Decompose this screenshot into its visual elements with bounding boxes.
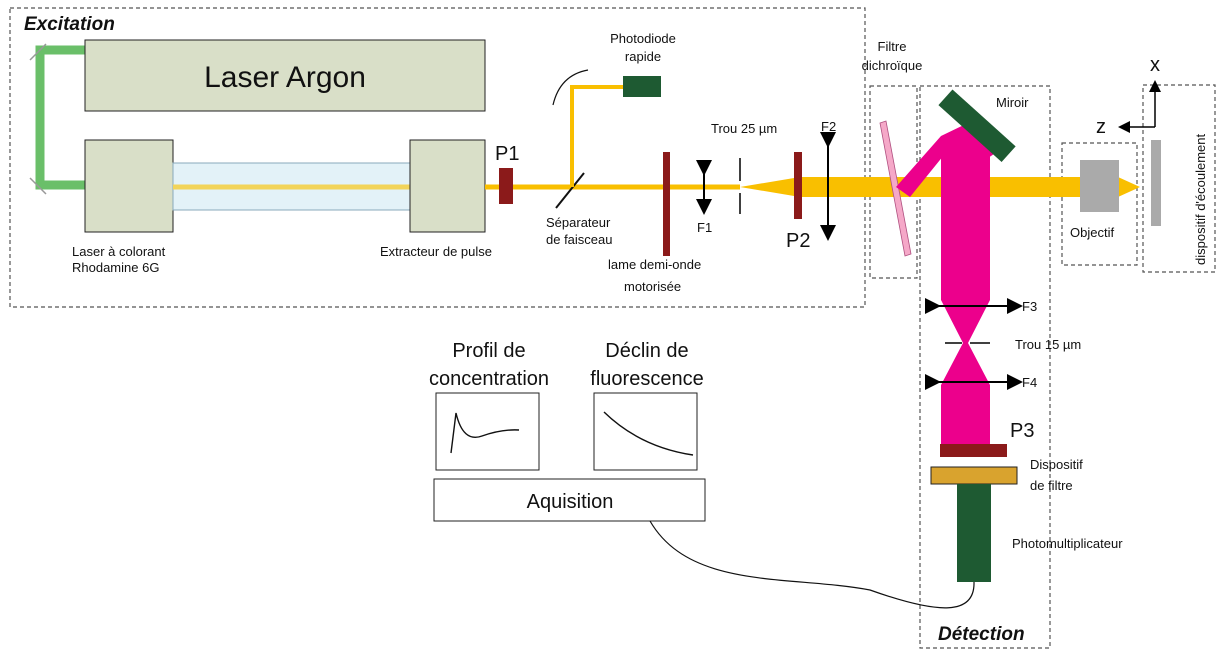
- profile-label: Profil de: [452, 340, 525, 362]
- objective-label: Objectif: [1070, 225, 1114, 240]
- dye-laser-box: [84, 139, 174, 233]
- fluorescence-beam-vertical: [941, 140, 990, 447]
- detection-section-title: Détection: [938, 624, 1025, 645]
- detection-section-box: [919, 85, 1051, 649]
- mirror-label: Miroir: [996, 95, 1029, 110]
- photodiode-label-2: rapide: [625, 49, 661, 64]
- objective: [1080, 160, 1119, 212]
- dichroic-label-2: dichroïque: [862, 58, 923, 73]
- fluorescence-decay-monitor: [593, 392, 698, 471]
- photodiode-mirror: [552, 69, 589, 106]
- decay-label: Déclin de: [605, 340, 688, 362]
- photodiode-branch-beam: [570, 85, 623, 187]
- laser-argon-label: Laser Argon: [204, 61, 366, 94]
- photomultiplier: [957, 484, 991, 582]
- filter-device-label-2: de filtre: [1030, 478, 1073, 493]
- excitation-section-box: [9, 7, 866, 308]
- objective-section-box: [1061, 142, 1138, 266]
- fluorescence-decay-curve: [603, 411, 694, 456]
- pump-beam: [35, 45, 85, 190]
- f4-label: F4: [1022, 375, 1037, 390]
- dye-laser-label-2: Rhodamine 6G: [72, 260, 159, 275]
- polarizer-p2: [794, 152, 802, 219]
- profile-label-2: concentration: [429, 368, 549, 390]
- beamsplitter-label: Séparateur: [546, 215, 611, 230]
- concentration-profile-curve: [450, 412, 520, 454]
- excitation-section-title: Excitation: [24, 14, 115, 35]
- f3-label: F3: [1022, 299, 1037, 314]
- flow-device-label: dispositif d'écoulement: [1193, 134, 1208, 265]
- pump-mirror-bottom: [29, 177, 47, 195]
- laser-argon-box: [84, 39, 486, 112]
- dichroic-filter: [879, 120, 912, 257]
- polarizer-p3: [940, 444, 1007, 457]
- f2-label: F2: [821, 119, 836, 134]
- pump-mirror-top: [29, 43, 47, 61]
- pulse-extractor-box: [409, 139, 486, 233]
- acquisition-label: Aquisition: [527, 491, 614, 513]
- photodiode: [623, 76, 661, 97]
- beamsplitter: [555, 172, 585, 209]
- beamsplitter-label-2: de faisceau: [546, 232, 613, 247]
- flow-device: [1151, 140, 1161, 226]
- f1-label: F1: [697, 220, 712, 235]
- p2-label: P2: [786, 230, 810, 252]
- half-wave-plate-label: lame demi-onde: [608, 257, 701, 272]
- expanded-beam: [740, 177, 900, 197]
- acquisition-box: [433, 478, 706, 522]
- half-wave-plate: [663, 152, 670, 256]
- axis-x-label: x: [1150, 54, 1160, 76]
- pulse-extractor-label: Extracteur de pulse: [380, 244, 492, 259]
- photomultiplier-label: Photomultiplicateur: [1012, 536, 1123, 551]
- pinhole-25-label: Trou 25 µm: [711, 121, 777, 136]
- dye-laser-label: Laser à colorant: [72, 244, 166, 259]
- filter-device-label: Dispositif: [1030, 457, 1083, 472]
- dichroic-label: Filtre: [878, 39, 907, 54]
- decay-label-2: fluorescence: [590, 368, 703, 390]
- polarizer-p1: [499, 168, 513, 204]
- axis-z-label: z: [1096, 116, 1106, 138]
- flow-device-section-box: [1142, 84, 1216, 273]
- filter-device: [930, 466, 1018, 485]
- photodiode-label: Photodiode: [610, 31, 676, 46]
- p1-label: P1: [495, 143, 519, 165]
- mirror: [938, 89, 1016, 162]
- pinhole-15-label: Trou 15 µm: [1015, 337, 1081, 352]
- concentration-profile-monitor: [435, 392, 540, 471]
- p3-label: P3: [1010, 420, 1034, 442]
- half-wave-plate-label-2: motorisée: [624, 279, 681, 294]
- signal-cable: [649, 520, 975, 609]
